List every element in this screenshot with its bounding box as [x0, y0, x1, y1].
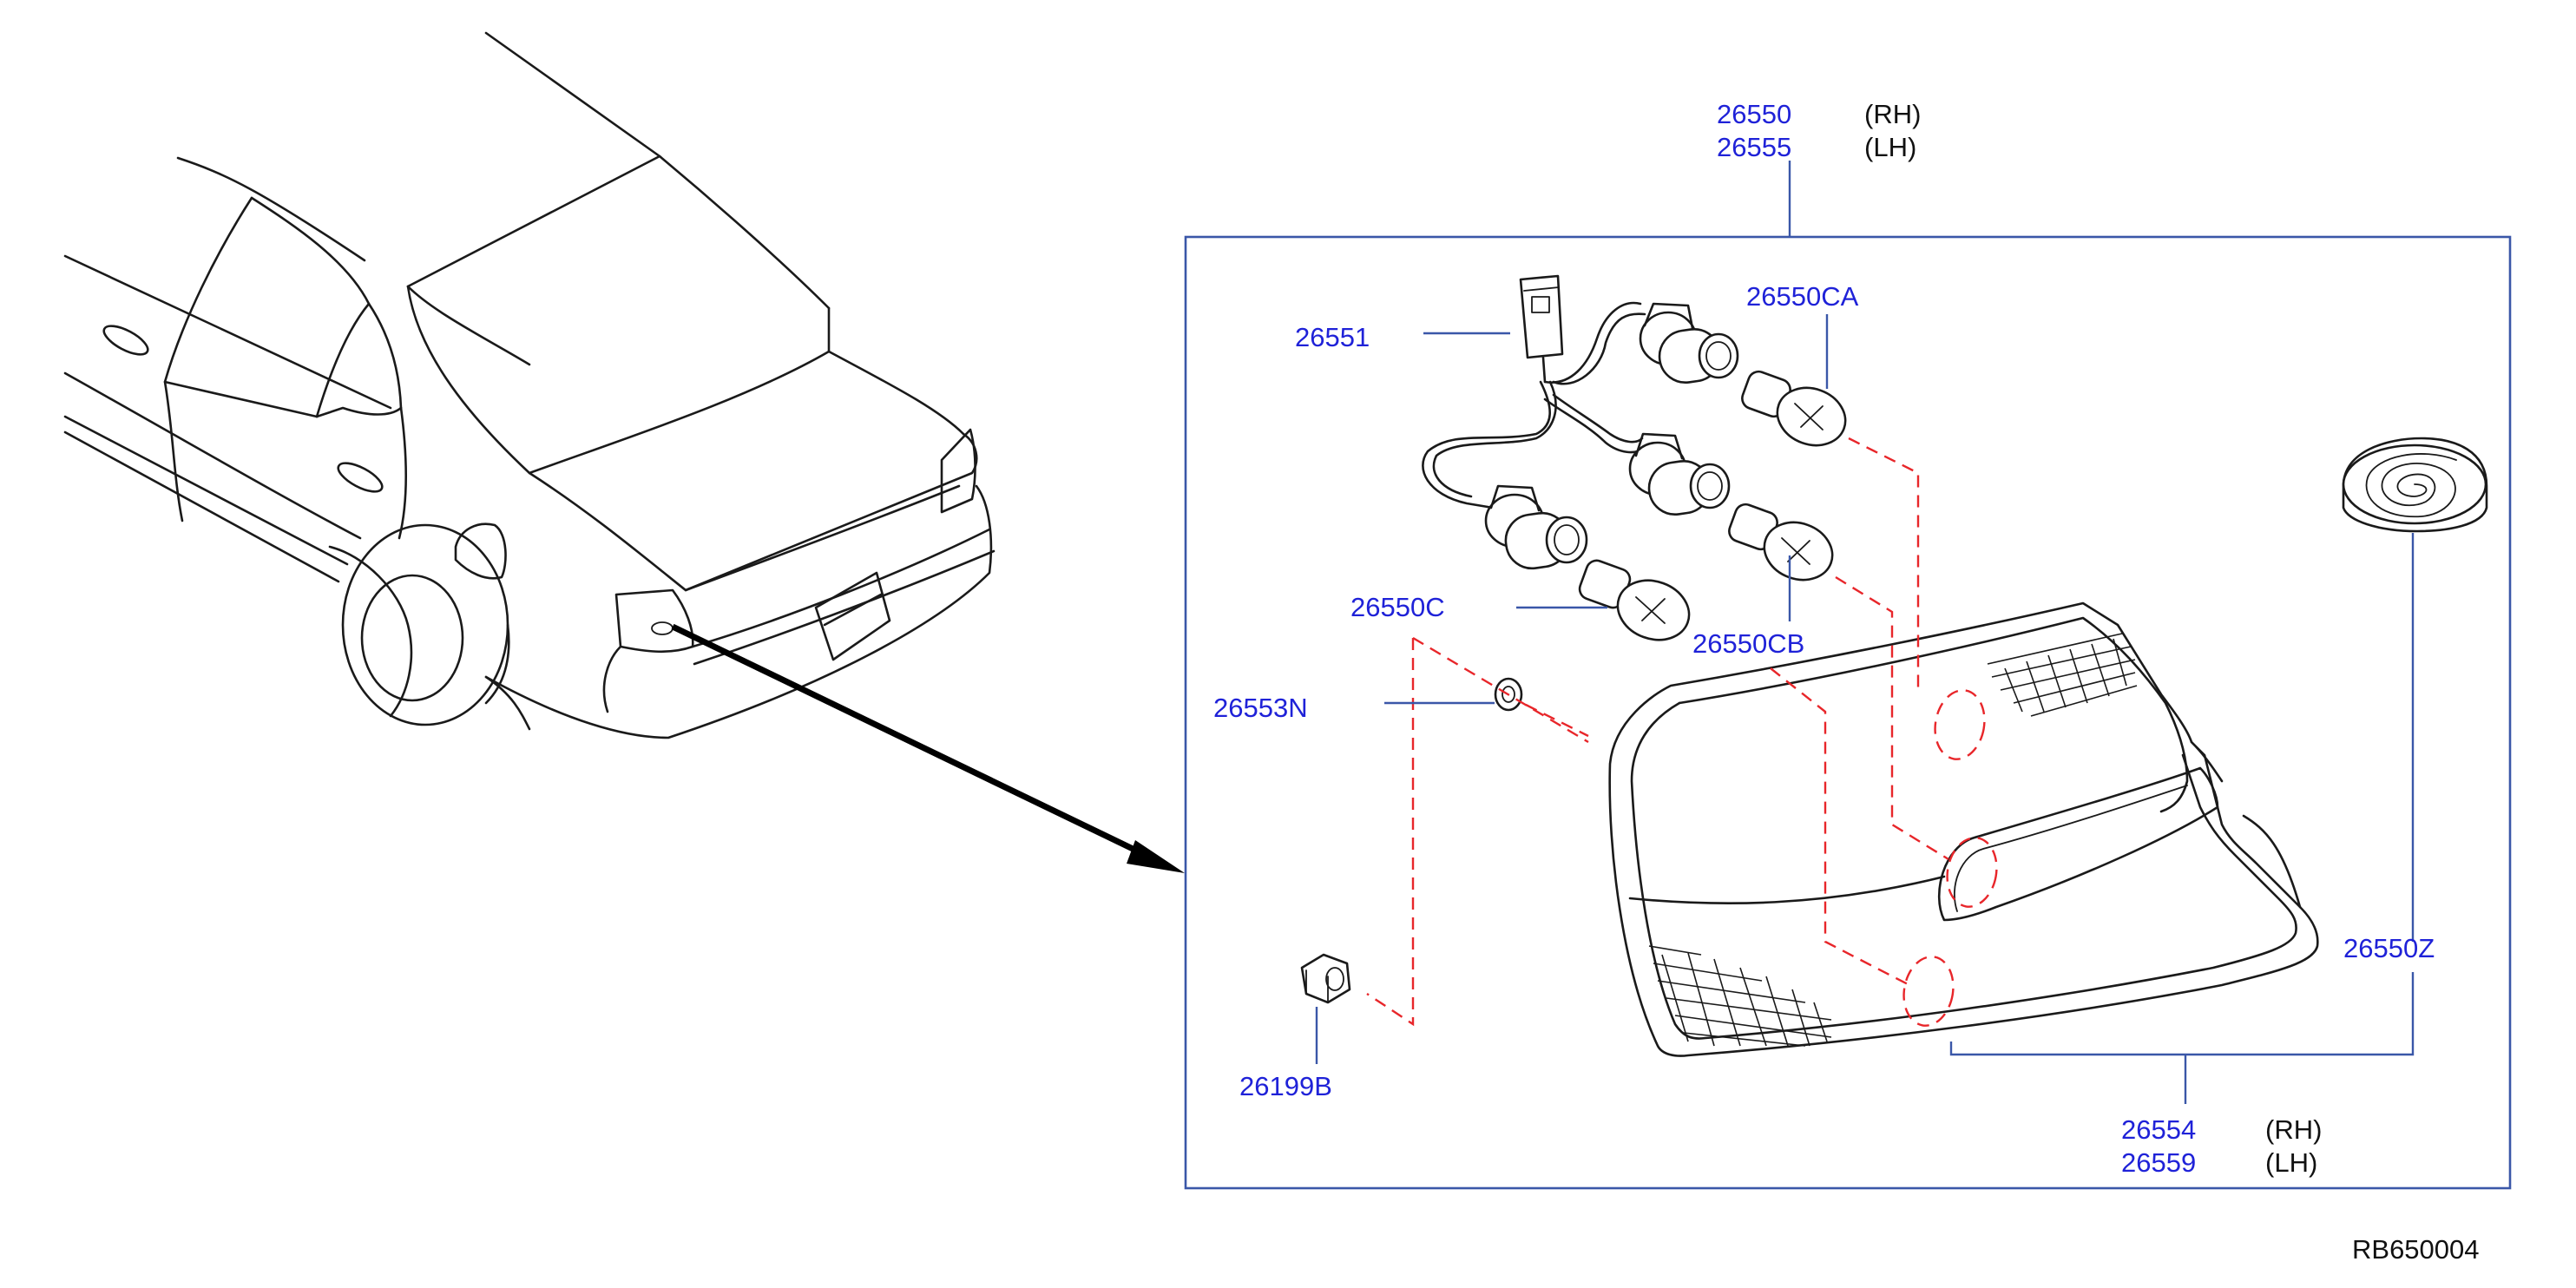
leader-lines: [1315, 314, 2415, 1104]
bulb-cb: [1728, 503, 1834, 582]
nut-26199b: [1300, 953, 1351, 1004]
socket-hole-upper: [1934, 689, 1986, 760]
wiring-harness: [1422, 274, 1739, 570]
label-assembly-rh-number: 26550: [1717, 99, 1791, 129]
label-gasket: 26553N: [1213, 693, 1308, 723]
label-lens-lh-side: (LH): [2265, 1147, 2317, 1178]
label-bulb-c: 26550C: [1350, 592, 1445, 622]
diagram-reference-code: RB650004: [2352, 1234, 2480, 1265]
car-illustration: [63, 31, 996, 739]
bulb-c: [1578, 559, 1691, 641]
lens-hatch-upper: [1987, 633, 2138, 717]
bulb-ca: [1741, 370, 1847, 447]
label-seal: 26550Z: [2343, 933, 2435, 963]
detail-arrow: [671, 623, 1185, 873]
socket-hole-middle: [1946, 837, 1998, 908]
label-harness: 26551: [1295, 322, 1370, 352]
label-assembly-lh-side: (LH): [1864, 132, 1916, 162]
lens-hatch-lower: [1648, 945, 1832, 1047]
detail-frame: [1184, 235, 2512, 1190]
label-lens-rh-side: (RH): [2265, 1114, 2322, 1145]
part-labels: 26550 (RH) 26555 (LH) 26551 26550CA 2655…: [1213, 99, 2480, 1265]
label-assembly-rh-side: (RH): [1864, 99, 1921, 129]
label-nut: 26199B: [1239, 1071, 1332, 1101]
label-lens-rh-number: 26554: [2121, 1114, 2196, 1145]
socket-hole-lower: [1902, 956, 1955, 1027]
label-lens-lh-number: 26559: [2121, 1147, 2196, 1178]
lamp-housing: [1608, 601, 2319, 1057]
assembly-lines: [1366, 437, 1949, 1027]
seal-26550z: [2342, 437, 2488, 533]
label-bulb-ca: 26550CA: [1746, 281, 1859, 312]
label-assembly-lh-number: 26555: [1717, 132, 1791, 162]
label-bulb-cb: 26550CB: [1692, 628, 1804, 659]
